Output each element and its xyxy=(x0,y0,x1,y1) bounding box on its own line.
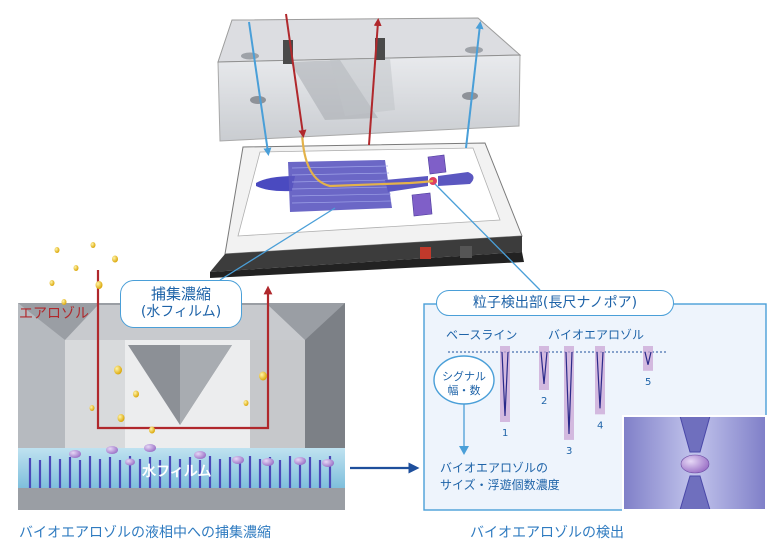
result-label-line2: サイズ・浮遊個数濃度 xyxy=(440,478,560,492)
pulse-trace-3 xyxy=(565,351,573,434)
pulse-highlight-4 xyxy=(595,346,605,415)
pulse-trace-4 xyxy=(596,351,604,409)
captured-particles xyxy=(69,444,334,467)
pulse-trace-5 xyxy=(644,351,652,365)
pulse-signals: 1 2 3 4 5 xyxy=(500,346,653,457)
nanopillar-array xyxy=(28,456,332,488)
pulse-highlight-5 xyxy=(643,346,653,371)
chip-device xyxy=(210,13,524,278)
aerosol-label: エアロゾル xyxy=(19,306,89,322)
pulse-trace-1 xyxy=(501,351,509,417)
baseline-label: ベースライン xyxy=(446,328,518,342)
signal-label-line2: 幅・数 xyxy=(447,384,481,397)
pulse-number-2: 2 xyxy=(541,396,547,407)
pulse-number-3: 3 xyxy=(566,446,572,457)
bioaerosol-label: バイオエアロゾル xyxy=(548,328,645,342)
detection-panel: 1 2 3 4 5 xyxy=(423,303,767,511)
caption-left: バイオエアロゾルの液相中への捕集濃縮 xyxy=(19,525,271,541)
capture-callout: 捕集濃縮 (水フィルム) xyxy=(120,280,242,328)
capture-title-line2: (水フィルム) xyxy=(140,303,222,320)
caption-right: バイオエアロゾルの検出 xyxy=(470,525,624,541)
pulse-number-4: 4 xyxy=(597,420,603,431)
nanopore-inset xyxy=(622,415,767,511)
pulse-highlight-2 xyxy=(539,346,549,390)
pulse-highlight-3 xyxy=(564,346,574,440)
capture-title-line1: 捕集濃縮 xyxy=(150,285,211,303)
water-film-label: 水フィルム xyxy=(142,464,212,480)
aerosol-particles xyxy=(49,242,267,434)
result-label-line1: バイオエアロゾルの xyxy=(440,461,549,475)
pulse-highlight-1 xyxy=(500,346,510,422)
detector-title: 粒子検出部(長尺ナノポア) xyxy=(472,295,638,311)
pulse-number-5: 5 xyxy=(645,377,651,388)
pulse-trace-2 xyxy=(540,351,548,385)
signal-label-line1: シグナル xyxy=(442,370,486,383)
detector-callout: 粒子検出部(長尺ナノポア) xyxy=(436,290,674,316)
pulse-number-1: 1 xyxy=(502,428,508,439)
